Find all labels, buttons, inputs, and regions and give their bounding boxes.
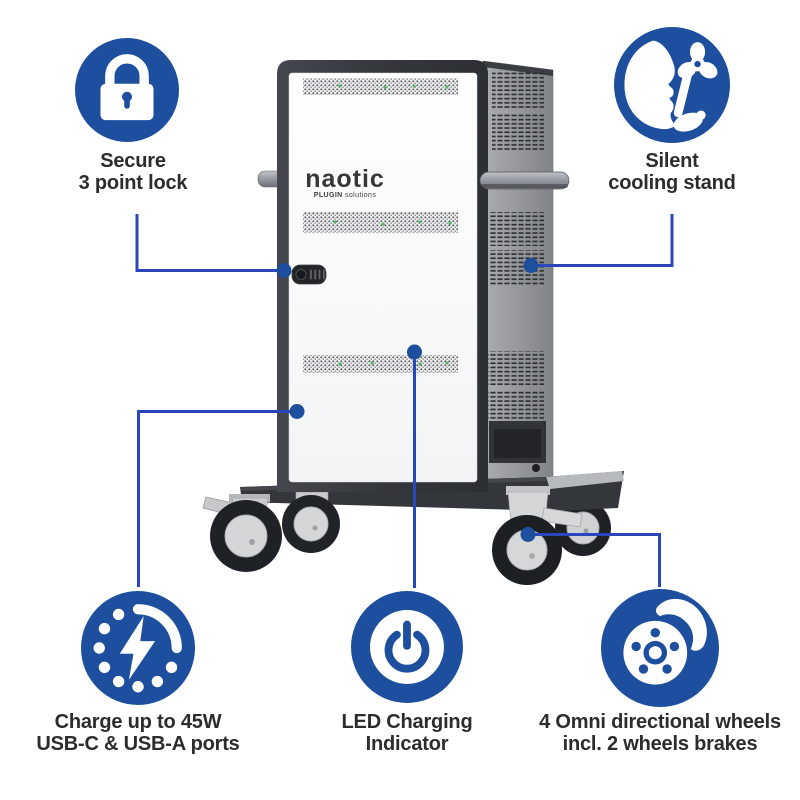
power-button-icon [351, 591, 463, 703]
feature-charge [81, 591, 195, 705]
fan-blades [677, 42, 718, 79]
cart-handle-right [479, 171, 570, 190]
perforated-strip-middle [303, 212, 458, 233]
feature-label-silent: Silent cooling stand [608, 150, 736, 194]
brand-name: naotic [305, 165, 385, 193]
padlock-icon [75, 38, 179, 142]
vent-grille [487, 351, 544, 385]
vent-grille [492, 70, 544, 108]
brake-disc-icon [601, 589, 719, 707]
brand-logo: naotic PLUGIN solutions [295, 166, 395, 199]
vent-grille [487, 390, 544, 420]
cart-side-panel [482, 60, 554, 487]
callout-lines [135, 214, 674, 588]
callout-dot-led [407, 344, 422, 360]
feature-wheels [601, 589, 719, 707]
vent-grille [492, 114, 544, 150]
silent-fan-icon [614, 27, 730, 143]
power-inlet [532, 464, 540, 472]
vent-grille [489, 212, 544, 246]
callout-line-wheels [530, 533, 661, 587]
perforated-strip-bottom [303, 355, 458, 373]
combination-lock [291, 264, 327, 285]
cart-front-door [288, 72, 478, 483]
caster-wheel-inner-left [282, 491, 340, 553]
callout-dots [276, 258, 539, 542]
caster-wheel-front-left [202, 494, 282, 572]
callout-line-charge [137, 410, 295, 587]
callout-line-lock [135, 214, 280, 272]
feature-label-led: LED Charging Indicator [341, 711, 473, 755]
caster-wheel-front-right [492, 486, 583, 585]
feature-label-charge: Charge up to 45W USB-C & USB-A ports [36, 711, 240, 755]
brand-tagline: PLUGIN solutions [313, 192, 377, 199]
callout-line-silent [536, 214, 674, 267]
callout-dot-lock [276, 263, 292, 278]
feature-label-wheels: 4 Omni directional wheels incl. 2 wheels… [539, 711, 781, 755]
feature-led-indicator [351, 591, 463, 703]
callout-dot-wheels [520, 527, 536, 542]
feature-silent-cooling [614, 27, 730, 143]
feature-secure-lock [75, 38, 179, 142]
perforated-strip-top [303, 78, 458, 95]
feature-label-lock: Secure 3 point lock [78, 150, 188, 194]
callout-dot-charge [289, 404, 305, 419]
charging-bolt-icon [81, 591, 195, 705]
callout-dot-silent [523, 258, 539, 273]
